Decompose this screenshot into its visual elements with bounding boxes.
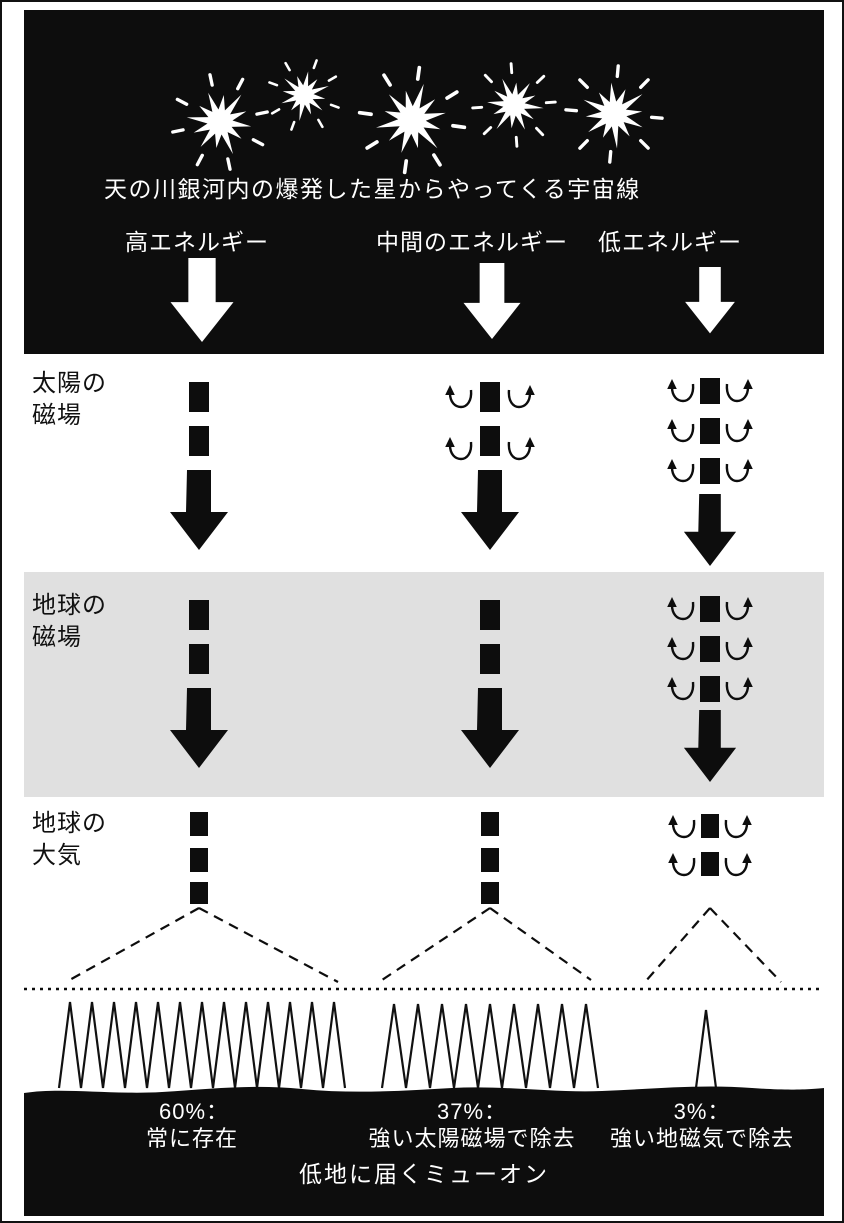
energy-label-high: 高エネルギー xyxy=(125,229,269,255)
deflection-hook-icon xyxy=(444,383,473,409)
label-line: 磁場 xyxy=(32,624,82,652)
deflection-hook-icon xyxy=(667,851,696,877)
muon-zigzag-low xyxy=(694,1009,718,1089)
energy-label-medium: 中間のエネルギー xyxy=(376,229,568,255)
down-arrow-icon xyxy=(170,470,228,550)
energy-label-low: 低エネルギー xyxy=(598,229,742,255)
label-line: 太陽の xyxy=(32,370,107,397)
result-note-medium: 強い太陽磁場で除去 xyxy=(368,1126,576,1151)
deflection-hook-icon xyxy=(725,457,754,483)
result-percent-high: 60%： xyxy=(158,1099,230,1124)
down-arrow-icon xyxy=(461,470,519,550)
label-line: 磁場 xyxy=(32,402,82,430)
deflection-hook-icon xyxy=(725,417,754,443)
deflection-hook-icon xyxy=(725,377,754,403)
deflection-hook-icon xyxy=(444,435,473,461)
deflection-hook-icon xyxy=(666,377,695,403)
deflection-hook-icon xyxy=(507,383,536,409)
deflection-hook-icon xyxy=(724,813,753,839)
down-arrow-icon xyxy=(683,494,737,566)
ray-medium-solar xyxy=(444,382,536,550)
label-earth-atmosphere: 地球の 大気 xyxy=(32,808,107,873)
ray-high-solar xyxy=(170,382,228,550)
space-caption: 天の川銀河内の爆発した星からやってくる宇宙線 xyxy=(104,176,641,202)
muon-zigzag-high xyxy=(57,1001,347,1089)
result-percent-low: 3%： xyxy=(673,1099,731,1124)
result-note-low: 強い地磁気で除去 xyxy=(609,1126,794,1151)
shower-fan-lines xyxy=(65,907,782,983)
label-earth-magnetic-field: 地球の 磁場 xyxy=(32,590,107,655)
result-note-high: 常に存在 xyxy=(145,1126,238,1151)
result-percent-medium: 37%： xyxy=(436,1099,508,1124)
ray-low-atmosphere xyxy=(667,813,753,877)
ray-medium-atmosphere xyxy=(481,812,499,904)
label-solar-magnetic-field: 太陽の 磁場 xyxy=(32,368,107,433)
ray-low-solar xyxy=(666,377,754,566)
ray-high-atmosphere xyxy=(190,812,208,904)
label-line: 大気 xyxy=(32,842,82,870)
label-line: 地球の xyxy=(32,592,107,619)
earth-magnetic-field-band xyxy=(24,572,824,797)
deflection-hook-icon xyxy=(667,813,696,839)
label-line: 地球の xyxy=(32,810,107,837)
ground-caption: 低地に届くミューオン xyxy=(299,1161,549,1187)
muon-showers xyxy=(57,1001,718,1089)
deflection-hook-icon xyxy=(666,457,695,483)
muon-zigzag-medium xyxy=(380,1003,600,1089)
deflection-hook-icon xyxy=(666,417,695,443)
deflection-hook-icon xyxy=(724,851,753,877)
deflection-hook-icon xyxy=(507,435,536,461)
